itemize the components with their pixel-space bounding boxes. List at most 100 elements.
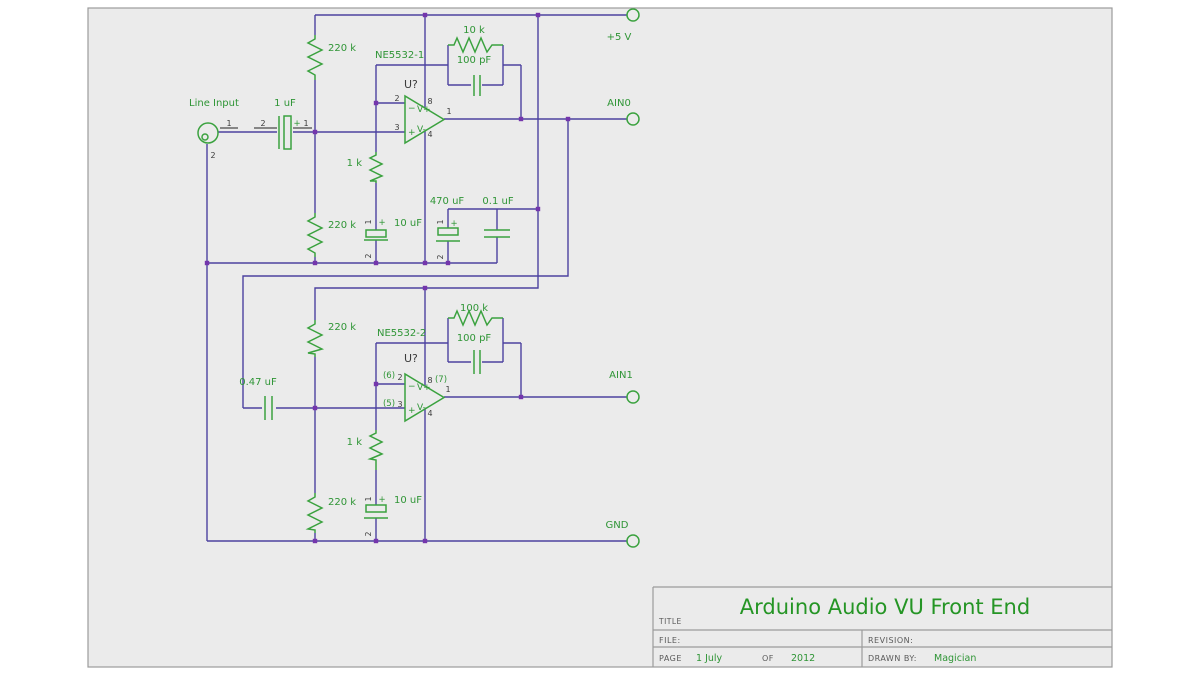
label-cap-bulk: 470 uF xyxy=(430,196,465,207)
label-r-bias1-bot: 220 k xyxy=(328,220,356,231)
label-opamp1-des: U? xyxy=(404,78,418,91)
title-block-page-value: 1 July xyxy=(696,653,723,664)
pin-jack-2: 2 xyxy=(210,151,215,160)
pin-op1-inv: 2 xyxy=(394,94,399,103)
terminal-ain0 xyxy=(626,112,640,126)
page-border xyxy=(87,7,1113,668)
title-block-of-label: OF xyxy=(762,654,774,663)
title-block-revision-label: REVISION: xyxy=(868,636,913,645)
op2-vminus-sign: V- xyxy=(417,403,426,413)
wire-stage-link xyxy=(242,119,569,408)
op1-plus-sign: + xyxy=(408,128,416,138)
pin-cap-gain2-1: 1 xyxy=(364,496,373,501)
op1-vminus-sign: V- xyxy=(417,125,426,135)
title-block-title: Arduino Audio VU Front End xyxy=(740,595,1030,619)
cap-gain1-icon xyxy=(364,229,388,241)
title-block: Arduino Audio VU Front End TITLE FILE: R… xyxy=(652,586,1112,667)
terminal-gnd xyxy=(626,534,640,548)
pin-op2-alt-nin: (5) xyxy=(383,399,395,409)
pin-cap-bulk-1: 1 xyxy=(436,219,445,224)
cap-gain2-plus: + xyxy=(378,495,385,505)
label-cap-gain1: 10 uF xyxy=(394,218,422,229)
label-opamp2-des: U? xyxy=(404,352,418,365)
pin-op2-nin: 3 xyxy=(397,400,402,409)
pin-op2-out: 1 xyxy=(445,385,450,394)
label-r-gain2: 1 k xyxy=(347,437,363,448)
label-cap-gain2: 10 uF xyxy=(394,495,422,506)
pin-op2-alt-out: (7) xyxy=(435,375,447,385)
cap-small-icon xyxy=(484,229,510,238)
op1-vplus-sign: V+ xyxy=(417,105,431,115)
label-opamp1-ref: NE5532-1 xyxy=(375,50,424,61)
label-opamp2-ref: NE5532-2 xyxy=(377,328,426,339)
pin-cap1-right: 1 xyxy=(303,119,308,128)
label-r-bias2-top: 220 k xyxy=(328,322,356,333)
pin-cap1-left: 2 xyxy=(260,119,265,128)
label-cap-feedback1: 100 pF xyxy=(457,55,492,66)
title-block-drawn-label: DRAWN BY: xyxy=(868,654,917,663)
label-ain0: AIN0 xyxy=(607,98,631,109)
cap-gain2-icon xyxy=(364,504,388,519)
op2-plus-sign: + xyxy=(408,406,416,416)
cap-bulk-plus: + xyxy=(450,219,457,229)
cap-coupling2-icon xyxy=(264,396,273,420)
pin-op2-vp: 8 xyxy=(427,376,432,385)
terminal-ain1 xyxy=(626,390,640,404)
label-cap-coupling1: 1 uF xyxy=(274,98,296,109)
op1-minus-sign: − xyxy=(408,104,416,114)
pin-cap-gain1-1: 1 xyxy=(364,219,373,224)
cap1-plus: + xyxy=(293,119,300,129)
resistor-gain1-icon xyxy=(368,152,384,183)
label-ain1: AIN1 xyxy=(609,370,633,381)
label-r-bias1-top: 220 k xyxy=(328,43,356,54)
resistor-bias2-bot-icon xyxy=(305,493,324,533)
resistor-bias1-top-icon xyxy=(306,35,324,80)
title-block-of-value: 2012 xyxy=(791,653,815,664)
resistor-gain2-icon xyxy=(367,430,384,470)
junction-dots xyxy=(204,12,571,544)
wire-feedback2 xyxy=(376,318,522,397)
opamp1-icon xyxy=(404,94,446,145)
wires xyxy=(206,14,627,542)
resistor-feedback2-icon xyxy=(448,309,503,327)
cap-gain1-plus: + xyxy=(378,218,385,228)
cap-feedback2-icon xyxy=(473,350,481,374)
op2-vplus-sign: V+ xyxy=(417,383,431,393)
cap-bulk-icon xyxy=(436,227,460,242)
resistor-bias2-top-icon xyxy=(306,320,325,357)
line-input-jack-icon xyxy=(197,122,219,144)
pin-op2-inv: 2 xyxy=(397,373,402,382)
pin-cap-gain2-2: 2 xyxy=(364,531,373,536)
label-gnd: GND xyxy=(606,520,629,531)
pin-op1-nin: 3 xyxy=(394,123,399,132)
label-line-input: Line Input xyxy=(189,98,239,109)
resistor-bias1-bot-icon xyxy=(306,213,324,257)
line-input-jack-inner-icon xyxy=(201,133,209,141)
pin-cap-gain1-2: 2 xyxy=(364,253,373,258)
wire-feedback1 xyxy=(376,45,522,119)
label-r-gain1: 1 k xyxy=(347,158,363,169)
pin-op2-vm: 4 xyxy=(427,409,432,418)
cap-feedback1-icon xyxy=(473,75,481,96)
components xyxy=(197,8,640,548)
label-r-feedback2: 100 k xyxy=(460,303,488,314)
label-r-feedback1: 10 k xyxy=(463,25,485,36)
title-block-title-label: TITLE xyxy=(658,617,682,626)
cap-coupling1-icon xyxy=(278,115,292,150)
opamp2-icon xyxy=(404,372,446,423)
label-r-bias2-bot: 220 k xyxy=(328,497,356,508)
pin-op1-vm: 4 xyxy=(427,130,432,139)
title-block-file-label: FILE: xyxy=(659,636,681,645)
title-block-drawn-value: Magician xyxy=(934,653,976,664)
pin-op1-out: 1 xyxy=(446,107,451,116)
pin-cap-bulk-2: 2 xyxy=(436,254,445,259)
title-block-page-label: PAGE xyxy=(659,654,682,663)
terminal-5v xyxy=(626,8,640,22)
resistor-feedback1-icon xyxy=(448,36,503,54)
label-cap-feedback2: 100 pF xyxy=(457,333,492,344)
pin-jack-1: 1 xyxy=(226,119,231,128)
label-5v: +5 V xyxy=(607,32,632,43)
op2-minus-sign: − xyxy=(408,382,416,392)
label-cap-coupling2: 0.47 uF xyxy=(239,377,277,388)
